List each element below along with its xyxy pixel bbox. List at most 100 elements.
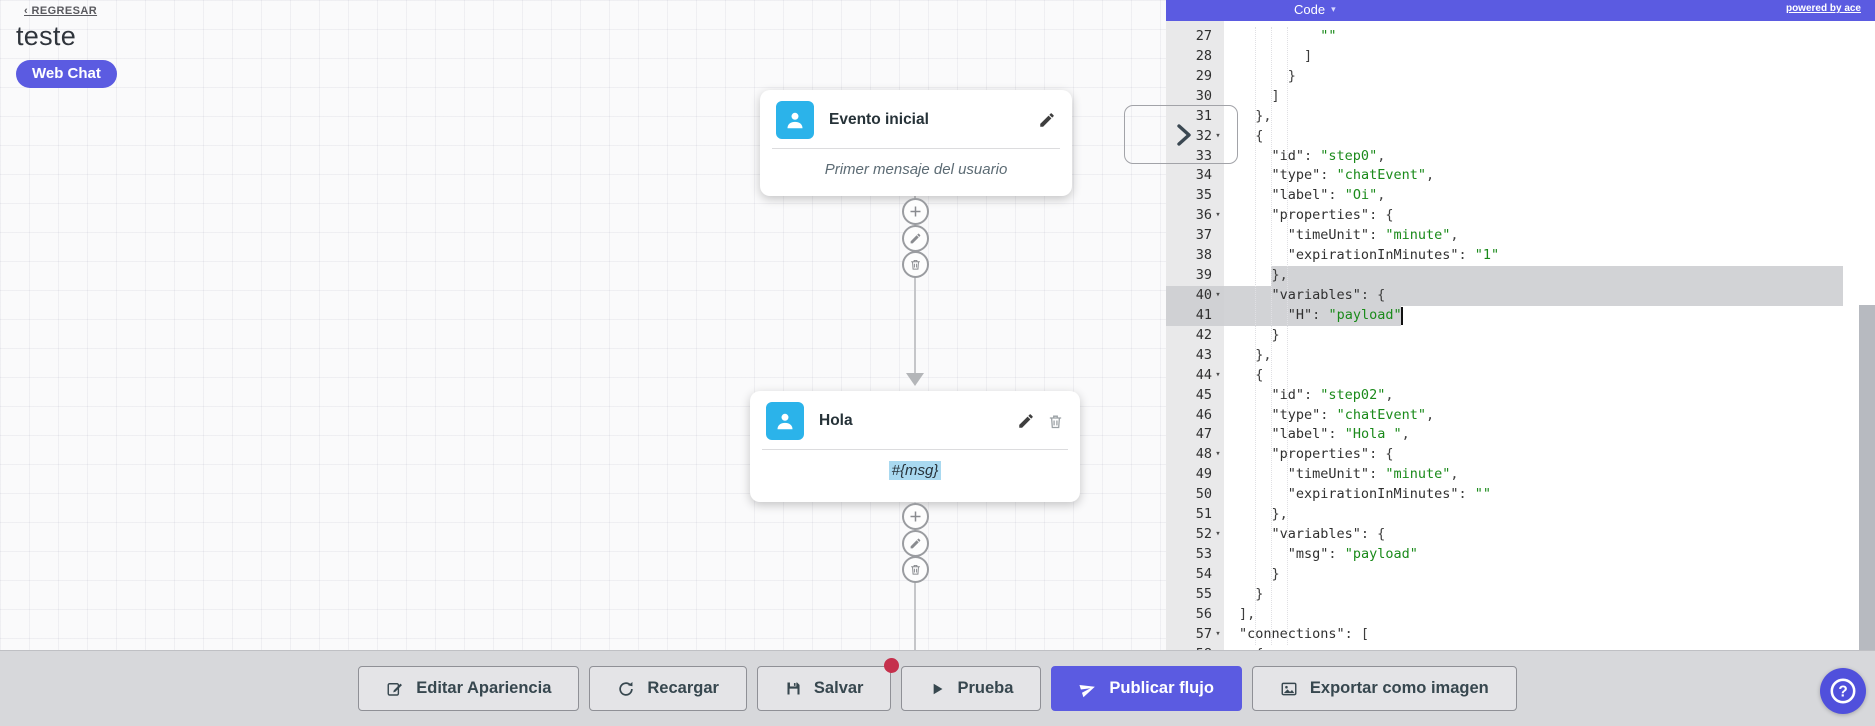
gutter-line-number[interactable]: 36▾ bbox=[1166, 206, 1224, 226]
gutter-line-number[interactable]: 58▾ bbox=[1166, 645, 1224, 650]
code-line[interactable]: "type": "chatEvent", bbox=[1271, 167, 1435, 184]
gutter-line-number[interactable]: 40▾ bbox=[1166, 286, 1224, 306]
edit-connection-button[interactable] bbox=[902, 225, 929, 252]
add-step-button[interactable] bbox=[902, 198, 929, 225]
fold-toggle-icon[interactable]: ▾ bbox=[1215, 369, 1221, 380]
gutter-line-number[interactable]: 48▾ bbox=[1166, 445, 1224, 465]
delete-node-icon[interactable] bbox=[1047, 413, 1064, 430]
gutter-line-number[interactable]: 44▾ bbox=[1166, 366, 1224, 386]
save-button[interactable]: Salvar bbox=[756, 666, 892, 711]
code-line[interactable]: "id": "step02", bbox=[1271, 386, 1394, 403]
code-line[interactable]: "label": "Oi", bbox=[1271, 187, 1386, 204]
code-line[interactable]: "properties": { bbox=[1271, 207, 1394, 224]
collapse-code-panel-button[interactable] bbox=[1124, 105, 1238, 164]
publish-flow-button[interactable]: Publicar flujo bbox=[1051, 666, 1242, 711]
pencil-icon bbox=[910, 233, 921, 244]
code-line[interactable]: "expirationInMinutes": "" bbox=[1287, 486, 1491, 503]
fold-toggle-icon[interactable]: ▾ bbox=[1215, 449, 1221, 460]
back-link[interactable]: ‹ REGRESAR bbox=[24, 5, 98, 17]
gutter-line-number[interactable]: 29 bbox=[1195, 67, 1212, 84]
gutter-line-number[interactable]: 52▾ bbox=[1166, 525, 1224, 545]
code-line[interactable]: { bbox=[1239, 645, 1875, 650]
gutter-line-number[interactable]: 50 bbox=[1195, 486, 1212, 503]
gutter-line-number[interactable]: 35 bbox=[1195, 187, 1212, 204]
fold-toggle-icon[interactable]: ▾ bbox=[1215, 130, 1221, 141]
fold-toggle-icon[interactable]: ▾ bbox=[1215, 289, 1221, 300]
gutter-line-number[interactable]: 45 bbox=[1195, 386, 1212, 403]
gutter-line-number[interactable]: 41 bbox=[1195, 306, 1212, 323]
code-line[interactable]: }, bbox=[1239, 506, 1288, 523]
code-line[interactable]: }, bbox=[1239, 267, 1288, 284]
gutter-line-number[interactable]: 42 bbox=[1195, 326, 1212, 343]
help-button[interactable]: ? bbox=[1820, 668, 1866, 714]
code-line[interactable]: }, bbox=[1239, 107, 1272, 124]
edit-node-icon[interactable] bbox=[1038, 111, 1056, 129]
gutter-line-number[interactable]: 31 bbox=[1195, 107, 1212, 124]
fold-toggle-icon[interactable]: ▾ bbox=[1212, 645, 1224, 650]
add-step-button[interactable] bbox=[902, 503, 929, 530]
gutter-line-number[interactable]: 43 bbox=[1195, 346, 1212, 363]
gutter-line-number[interactable]: 53 bbox=[1195, 545, 1212, 562]
code-line[interactable]: { bbox=[1239, 127, 1264, 144]
code-line[interactable]: "type": "chatEvent", bbox=[1271, 406, 1435, 423]
node-hola[interactable]: Hola #{msg} bbox=[750, 391, 1080, 502]
code-mode-dropdown[interactable]: Code▾ bbox=[1294, 2, 1336, 17]
edit-connection-button[interactable] bbox=[902, 530, 929, 557]
gutter-line-number[interactable]: 55 bbox=[1195, 585, 1212, 602]
fold-toggle-icon[interactable]: ▾ bbox=[1215, 529, 1221, 540]
code-line[interactable]: "expirationInMinutes": "1" bbox=[1287, 247, 1500, 264]
code-line[interactable]: } bbox=[1239, 326, 1280, 343]
gutter-line-number[interactable]: 49 bbox=[1195, 466, 1212, 483]
code-line[interactable]: } bbox=[1239, 565, 1280, 582]
scrollbar-thumb[interactable] bbox=[1859, 305, 1875, 650]
gutter-line-number[interactable]: 47 bbox=[1195, 426, 1212, 443]
gutter-line-number[interactable]: 56 bbox=[1195, 605, 1212, 622]
code-editor[interactable]: 27 28 29 30 31 32▾33 34 35 36▾37 38 39 40▾41 42 43 44▾… bbox=[1166, 21, 1875, 650]
fold-toggle-icon[interactable]: ▾ bbox=[1215, 210, 1221, 221]
edit-node-icon[interactable] bbox=[1017, 412, 1035, 430]
delete-connection-button[interactable] bbox=[902, 251, 929, 278]
code-line[interactable]: "H": "payload" bbox=[1287, 306, 1402, 323]
code-line[interactable]: "msg": "payload" bbox=[1287, 545, 1418, 562]
code-line[interactable]: { bbox=[1239, 366, 1264, 383]
gutter-line-number[interactable]: 57▾ bbox=[1166, 625, 1224, 645]
code-line[interactable]: "timeUnit": "minute", bbox=[1287, 466, 1459, 483]
code-line[interactable]: }, bbox=[1239, 346, 1272, 363]
gutter-line-number[interactable]: 27 bbox=[1195, 28, 1212, 44]
code-line[interactable]: "timeUnit": "minute", bbox=[1287, 227, 1459, 244]
code-line[interactable]: ] bbox=[1239, 47, 1313, 64]
gutter-line-number[interactable]: 39 bbox=[1195, 267, 1212, 284]
test-button[interactable]: Prueba bbox=[901, 666, 1042, 711]
gutter-line-number[interactable]: 30 bbox=[1195, 87, 1212, 104]
image-icon bbox=[1281, 682, 1297, 695]
code-line[interactable]: ], bbox=[1239, 605, 1256, 622]
fold-toggle-icon[interactable]: ▾ bbox=[1215, 628, 1221, 639]
code-line[interactable]: "id": "step0", bbox=[1271, 147, 1386, 164]
code-panel: Code▾ powered by ace 27 28 29 30 31 32▾33 34 35… bbox=[1166, 0, 1875, 650]
powered-by-ace-link[interactable]: powered by ace bbox=[1785, 3, 1861, 14]
code-line[interactable]: "label": "Hola ", bbox=[1271, 426, 1410, 443]
code-line[interactable]: ] bbox=[1239, 87, 1280, 104]
gutter-line-number[interactable]: 34 bbox=[1195, 167, 1212, 184]
code-line[interactable]: "variables": { bbox=[1271, 526, 1386, 543]
code-line[interactable]: "variables": { bbox=[1271, 286, 1386, 303]
code-line[interactable]: "properties": { bbox=[1271, 446, 1394, 463]
gutter-line-number[interactable]: 38 bbox=[1195, 247, 1212, 264]
gutter-line-number[interactable]: 28 bbox=[1195, 47, 1212, 64]
code-line[interactable]: "" bbox=[1320, 28, 1337, 44]
gutter-line-number[interactable]: 54 bbox=[1195, 565, 1212, 582]
code-line[interactable]: } bbox=[1239, 67, 1296, 84]
node-evento-inicial[interactable]: Evento inicial Primer mensaje del usuari… bbox=[760, 90, 1072, 196]
edit-appearance-button[interactable]: Editar Apariencia bbox=[358, 666, 580, 711]
gutter-line-number[interactable]: 37 bbox=[1195, 227, 1212, 244]
indent-guide bbox=[1271, 27, 1272, 645]
gutter-line-number[interactable]: 46 bbox=[1195, 406, 1212, 423]
gutter-line-number[interactable]: 32▾ bbox=[1166, 127, 1224, 147]
gutter-line-number[interactable]: 51 bbox=[1195, 506, 1212, 523]
code-line[interactable]: } bbox=[1239, 585, 1264, 602]
gutter-line-number[interactable]: 33 bbox=[1195, 147, 1212, 164]
reload-button[interactable]: Recargar bbox=[589, 666, 747, 711]
delete-connection-button[interactable] bbox=[902, 556, 929, 583]
code-line[interactable]: "connections": [ bbox=[1239, 625, 1370, 642]
export-image-button[interactable]: Exportar como imagen bbox=[1251, 666, 1517, 711]
